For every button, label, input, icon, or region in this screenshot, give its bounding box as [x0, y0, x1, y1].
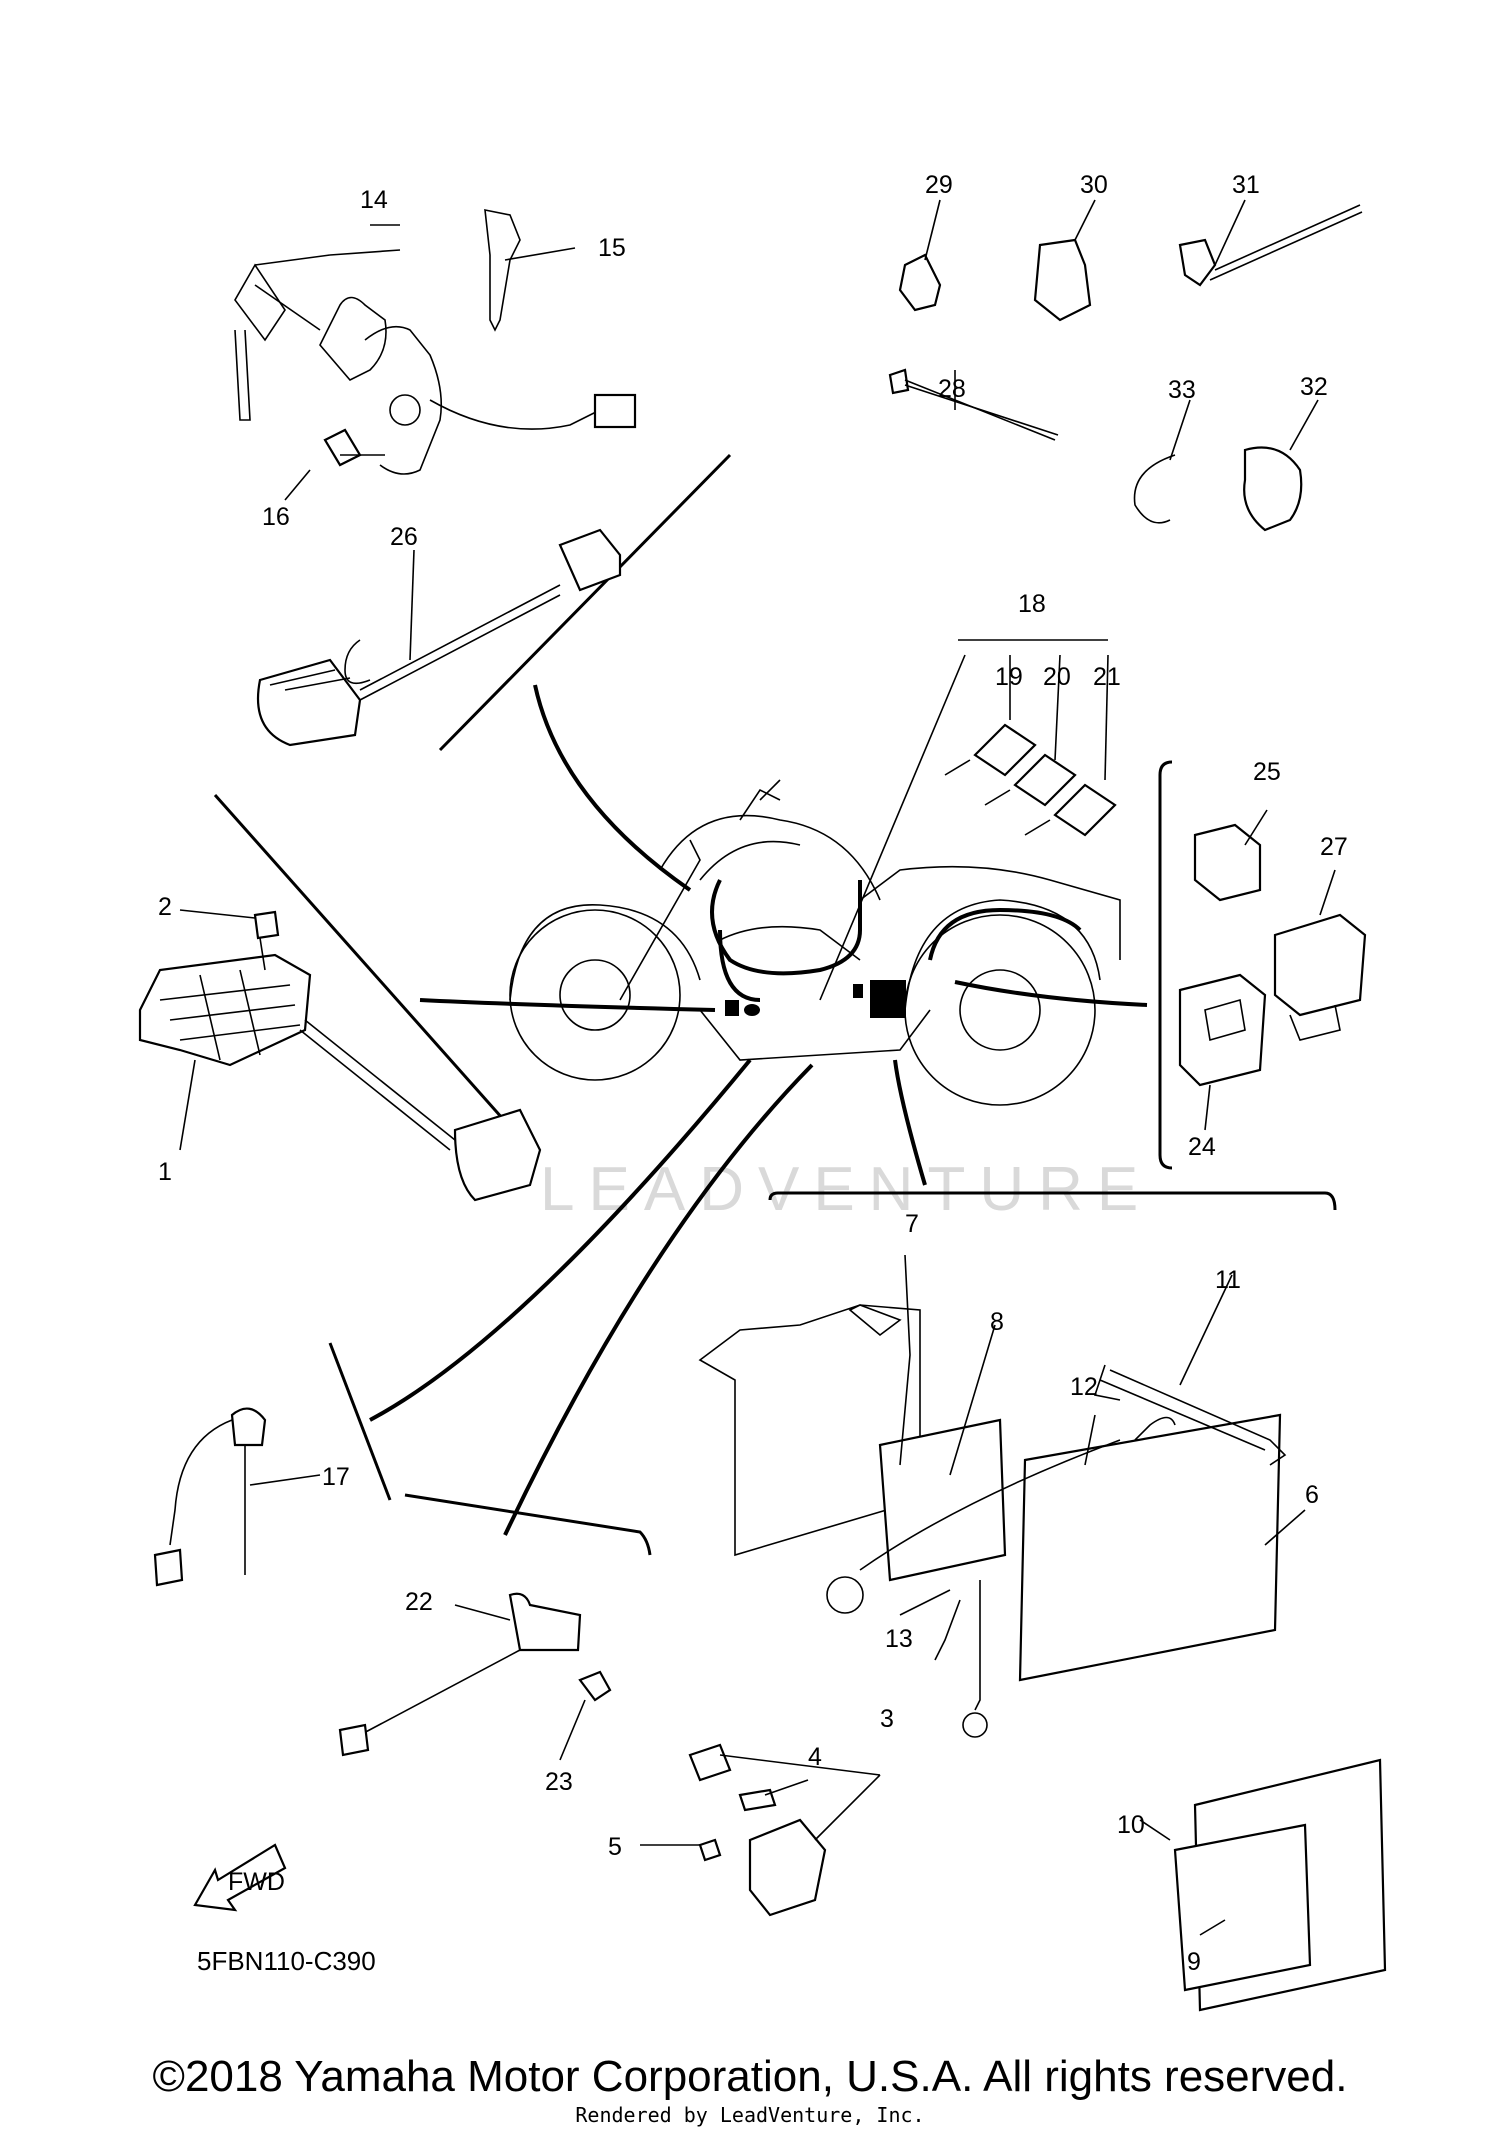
harness-26 — [256, 528, 622, 747]
watermark: LEADVENTURE — [540, 1155, 1152, 1224]
leader-lines — [179, 199, 1336, 1936]
callout-10: 10 — [1117, 1811, 1145, 1839]
relays — [1178, 823, 1367, 1087]
callout-25: 25 — [1253, 758, 1281, 786]
callout-30: 30 — [1080, 171, 1108, 199]
callout-19: 19 — [995, 663, 1023, 691]
callout-12: 12 — [1070, 1373, 1098, 1401]
callout-20: 20 — [1043, 663, 1071, 691]
callout-17: 17 — [322, 1463, 350, 1491]
callout-26: 26 — [390, 523, 418, 551]
main-switch-assembly — [234, 209, 637, 685]
callout-29: 29 — [925, 171, 953, 199]
switches — [153, 1407, 612, 1757]
callout-22: 22 — [405, 1588, 433, 1616]
callout-27: 27 — [1320, 833, 1348, 861]
fuses — [944, 723, 1117, 837]
bolt-16 — [323, 428, 385, 467]
motorcycle-illustration — [509, 779, 1121, 1106]
section-brackets — [213, 453, 1337, 1556]
callout-labels: 1 2 3 4 5 6 7 8 9 10 11 12 13 14 15 16 1… — [158, 171, 1348, 1976]
rectifier-regulator — [138, 910, 542, 1202]
fwd-label: FWD — [228, 1868, 285, 1896]
callout-18: 18 — [1018, 590, 1046, 618]
callout-3: 3 — [880, 1705, 894, 1733]
callout-1: 1 — [158, 1158, 172, 1186]
callout-9: 9 — [1187, 1948, 1201, 1976]
callout-14: 14 — [360, 186, 388, 214]
callout-8: 8 — [990, 1308, 1004, 1336]
battery-section — [698, 1304, 1387, 2012]
callout-4: 4 — [808, 1743, 822, 1771]
callout-5: 5 — [608, 1833, 622, 1861]
callout-32: 32 — [1300, 373, 1328, 401]
callout-7: 7 — [905, 1210, 919, 1238]
callout-31: 31 — [1232, 171, 1260, 199]
callout-15: 15 — [598, 234, 626, 262]
callout-24: 24 — [1188, 1133, 1216, 1161]
clamps-and-bands — [888, 204, 1363, 532]
fwd-arrow-icon: FWD — [193, 1843, 287, 1912]
callout-2: 2 — [158, 893, 172, 921]
callout-33: 33 — [1168, 376, 1196, 404]
flasher-relay — [688, 1743, 827, 1917]
callout-6: 6 — [1305, 1481, 1319, 1509]
callout-28: 28 — [938, 375, 966, 403]
callout-23: 23 — [545, 1768, 573, 1796]
copyright-notice: ©2018 Yamaha Motor Corporation, U.S.A. A… — [152, 2052, 1348, 2101]
callout-11: 11 — [1215, 1266, 1241, 1294]
callout-16: 16 — [262, 503, 290, 531]
callout-13: 13 — [885, 1625, 913, 1653]
rendered-by-credit: Rendered by LeadVenture, Inc. — [575, 2103, 925, 2127]
diagram-code: 5FBN110-C390 — [197, 1946, 376, 1976]
callout-21: 21 — [1093, 663, 1121, 691]
